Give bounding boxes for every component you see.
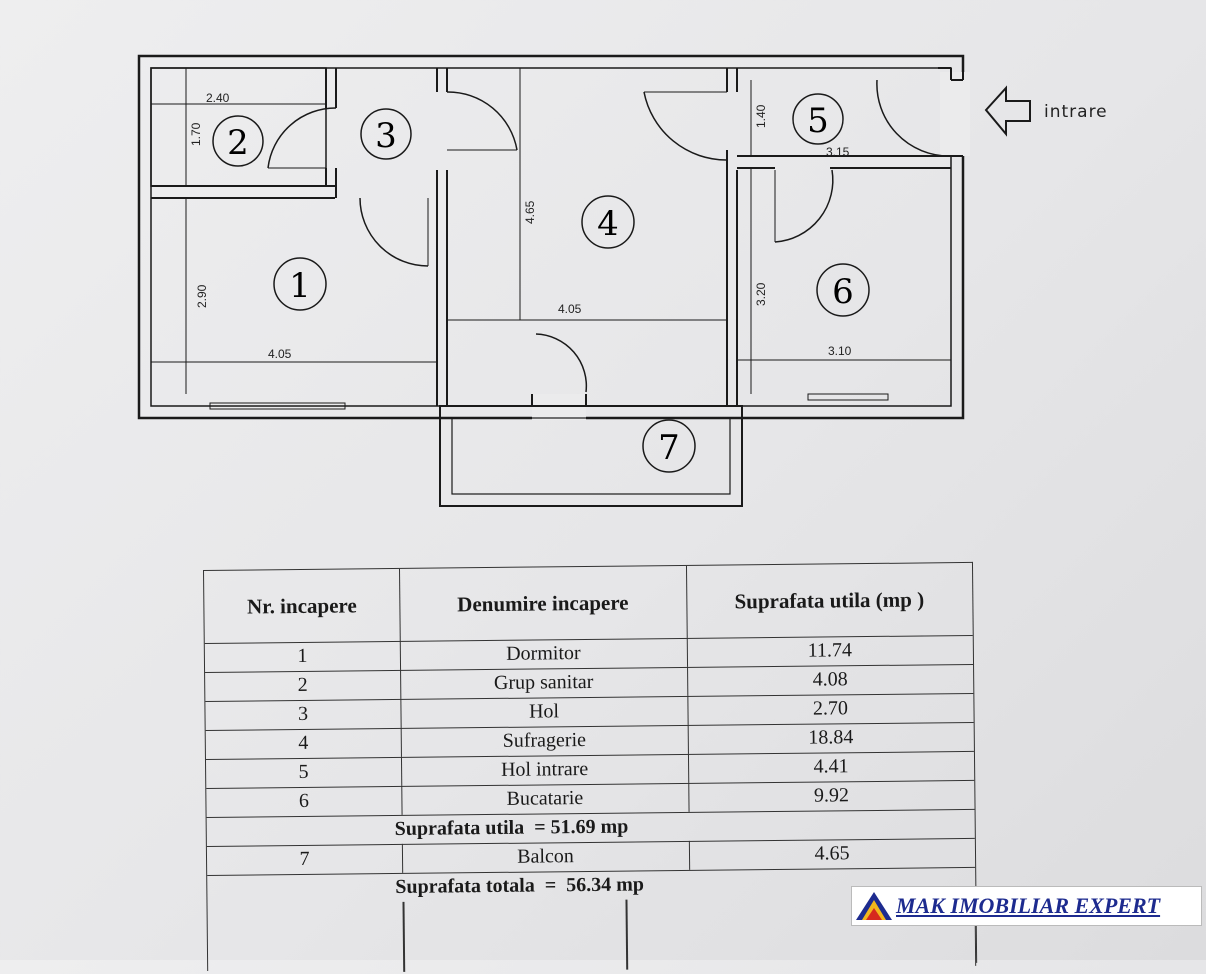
door-swing xyxy=(876,79,950,157)
row-name: Hol intrare xyxy=(400,753,690,786)
dim-r1-height: 2.90 xyxy=(195,284,209,308)
row-name: Dormitor xyxy=(399,637,689,670)
room-4-number: 4 xyxy=(597,204,619,244)
header-name: Denumire incapere xyxy=(398,565,688,641)
dim-r4-height: 4.65 xyxy=(523,200,537,224)
entry-arrow-icon xyxy=(984,85,1031,137)
row-area: 4.08 xyxy=(812,668,848,691)
balcony-nr: 7 xyxy=(206,843,404,875)
row-nr: 4 xyxy=(205,727,402,759)
balcony-wall xyxy=(439,405,743,507)
door-swing xyxy=(535,333,588,393)
company-logo: MAK IMOBILIAR EXPERT xyxy=(851,886,1202,926)
subtotal-eq: = xyxy=(534,816,546,839)
table-header-row: Nr. incapere Denumire incapere Suprafata… xyxy=(204,562,973,644)
window xyxy=(209,402,346,410)
room-2-number: 2 xyxy=(227,123,249,163)
room-7-number: 7 xyxy=(658,428,680,468)
room-1-number: 1 xyxy=(289,266,311,306)
dim-r5-height: 1.40 xyxy=(754,104,768,128)
header-nr: Nr. incapere xyxy=(204,568,401,643)
outer-wall xyxy=(137,54,965,420)
balcony-name: Balcon xyxy=(401,840,691,873)
dim-r6-width: 3.10 xyxy=(828,344,852,358)
door-swing xyxy=(267,107,337,169)
row-name: Sufragerie xyxy=(400,724,689,757)
row-nr: 1 xyxy=(204,640,402,672)
total-label: Suprafata totala xyxy=(395,874,535,899)
logo-text: MAK IMOBILIAR EXPERT xyxy=(896,893,1161,918)
logo-triangle-icon xyxy=(852,887,896,925)
total-value: 56.34 mp xyxy=(566,873,645,897)
row-name: Grup sanitar xyxy=(400,666,689,699)
row-area: 18.84 xyxy=(808,726,854,749)
room-5-number: 5 xyxy=(807,101,829,141)
dim-r1-width: 4.05 xyxy=(268,347,292,361)
row-area: 11.74 xyxy=(807,639,853,662)
subtotal-value: 51.69 mp xyxy=(550,815,629,839)
door-swing xyxy=(643,91,728,161)
row-nr: 3 xyxy=(205,698,402,730)
total-eq: = xyxy=(544,874,557,897)
floor-plan: 1 2 3 4 5 6 7 2.40 1.70 2.90 4.05 4.65 4… xyxy=(137,54,1108,507)
window xyxy=(807,393,889,401)
room-3-number: 3 xyxy=(375,116,397,156)
dim-r2-height: 1.70 xyxy=(189,122,203,146)
row-nr: 5 xyxy=(205,756,403,788)
door-swing xyxy=(446,91,518,151)
row-name: Hol xyxy=(400,695,689,728)
row-name: Bucatarie xyxy=(401,782,690,815)
header-area: Suprafata utila (mp ) xyxy=(734,586,925,613)
row-area: 9.92 xyxy=(813,784,850,807)
row-nr: 2 xyxy=(205,669,402,701)
entry-label: intrare xyxy=(1044,102,1108,122)
door-swing xyxy=(774,169,834,243)
dim-r2-width: 2.40 xyxy=(206,91,230,105)
dim-r6-height: 3.20 xyxy=(754,282,768,306)
room-6-number: 6 xyxy=(832,272,854,312)
balcony-area: 4.65 xyxy=(814,842,850,865)
row-nr: 6 xyxy=(206,785,403,817)
dim-r5-width: 3.15 xyxy=(826,145,850,159)
row-area: 2.70 xyxy=(812,697,849,720)
door-swing xyxy=(359,197,429,267)
dim-r4-width: 4.05 xyxy=(558,302,582,316)
row-area: 4.41 xyxy=(813,755,849,778)
subtotal-label: Suprafata utila xyxy=(394,816,525,841)
